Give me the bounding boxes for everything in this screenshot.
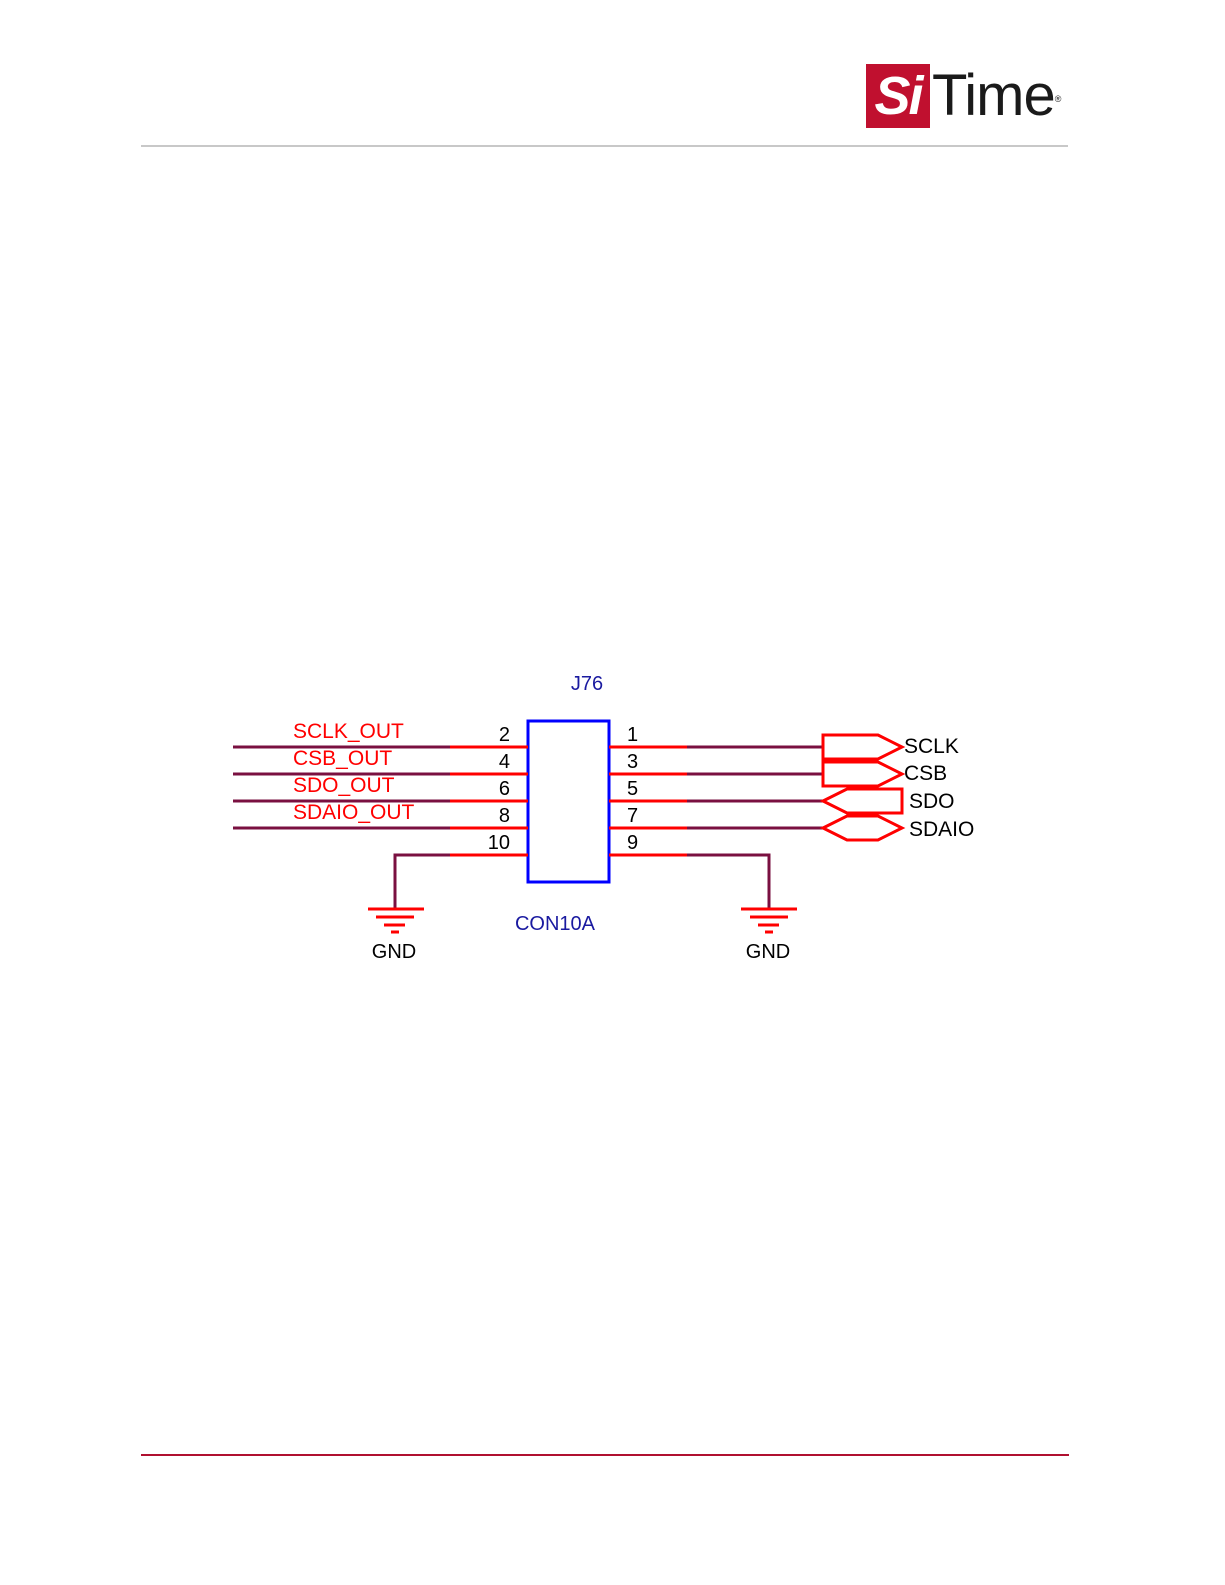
pin-number: 4 [499, 751, 510, 773]
port-symbols [823, 735, 902, 840]
pin-number: 9 [627, 832, 638, 854]
gnd-label-right: GND [746, 941, 790, 963]
net-label: SCLK_OUT [293, 720, 404, 743]
port-label: SCLK [904, 735, 959, 758]
port-label: SDAIO [909, 818, 974, 841]
port-csb-symbol [823, 762, 902, 786]
footer-divider [141, 1454, 1069, 1456]
net-label: SDAIO_OUT [293, 801, 415, 824]
left-wires [233, 747, 450, 908]
part-label: CON10A [515, 913, 596, 935]
ground-symbol-left [368, 909, 424, 932]
pin-number: 3 [627, 751, 638, 773]
pin-number: 2 [499, 724, 510, 746]
right-wires [687, 747, 823, 908]
port-sdo-symbol [823, 789, 902, 813]
port-labels: SCLK CSB SDO SDAIO [904, 735, 974, 841]
port-label: CSB [904, 762, 947, 785]
port-sclk-symbol [823, 735, 902, 759]
refdes-label: J76 [571, 673, 603, 695]
port-label: SDO [909, 790, 955, 813]
ground-symbol-right [741, 909, 797, 932]
connector-body [528, 721, 609, 882]
net-label: SDO_OUT [293, 774, 395, 797]
pin-number: 7 [627, 805, 638, 827]
pin-number: 5 [627, 778, 638, 800]
right-pin-stubs [609, 747, 687, 855]
gnd-label-left: GND [372, 941, 416, 963]
pin-number: 10 [488, 832, 510, 854]
wire-gnd-left [395, 855, 450, 908]
port-sdaio-symbol [823, 816, 902, 840]
net-label: CSB_OUT [293, 747, 392, 770]
right-pin-numbers: 1 3 5 7 9 [627, 724, 638, 854]
pin-number: 8 [499, 805, 510, 827]
left-net-labels: SCLK_OUT CSB_OUT SDO_OUT SDAIO_OUT [293, 720, 415, 824]
left-pin-numbers: 2 4 6 8 10 [488, 724, 510, 854]
pin-number: 1 [627, 724, 638, 746]
wire-gnd-right [687, 855, 769, 908]
pin-number: 6 [499, 778, 510, 800]
